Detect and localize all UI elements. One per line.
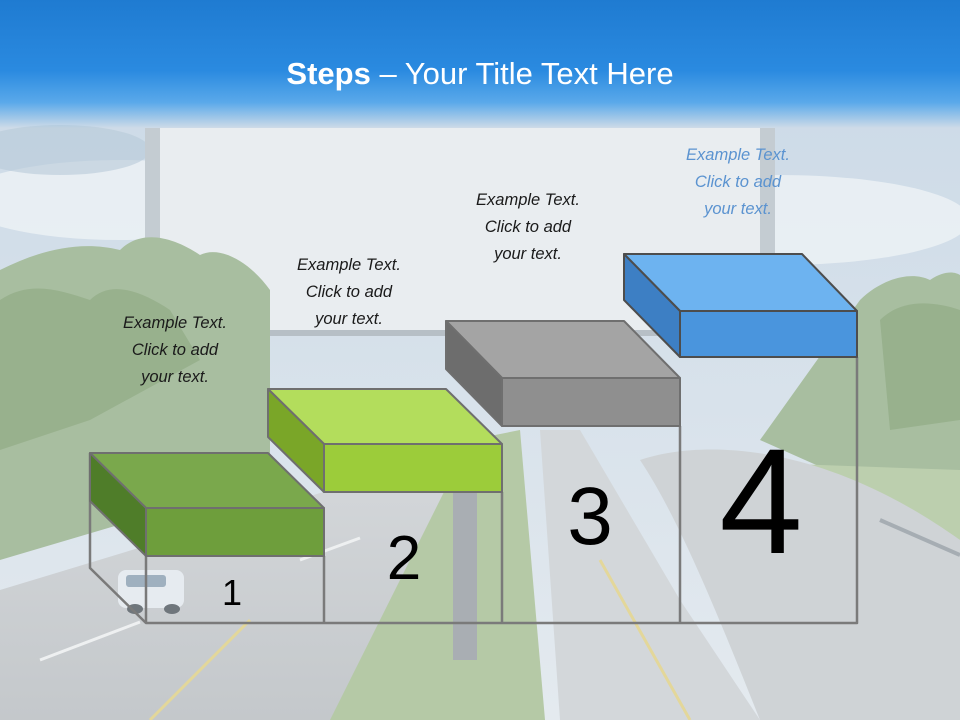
title-bold: Steps [286,56,371,91]
title-rest: – Your Title Text Here [370,56,674,91]
step-3-caption-line: Example Text. [476,191,580,209]
step-3-number: 3 [567,471,613,562]
step-2-number: 2 [386,524,422,593]
step-1-caption-line: your text. [141,368,209,386]
step-1-number: 1 [221,572,243,613]
step-3-caption-line: your text. [494,245,562,263]
step-1-caption-line: Example Text. [123,314,227,332]
step-3-caption[interactable]: Example Text. Click to add your text. [428,187,628,268]
step-2-caption[interactable]: Example Text. Click to add your text. [249,252,449,333]
step-1-box[interactable] [89,452,325,557]
step-4-box[interactable] [623,253,858,358]
title-bar [0,0,960,128]
step-1-caption[interactable]: Example Text. Click to add your text. [75,310,275,391]
step-2-caption-line: Click to add [305,283,393,301]
step-4-number: 4 [719,417,803,585]
step-4-caption[interactable]: Example Text. Click to add your text. [638,142,838,223]
step-4-caption-line: Example Text. [686,146,790,164]
step-2-box[interactable] [267,388,503,493]
step-4-caption-line: Click to add [694,173,782,191]
step-1-caption-line: Click to add [131,341,219,359]
slide-title[interactable]: Steps – Your Title Text Here [0,56,960,92]
step-2-caption-line: your text. [315,310,383,328]
step-outline-frame [88,357,859,625]
step-3-box[interactable] [445,320,681,427]
step-2-caption-line: Example Text. [297,256,401,274]
step-3-caption-line: Click to add [484,218,572,236]
step-4-caption-line: your text. [704,200,772,218]
